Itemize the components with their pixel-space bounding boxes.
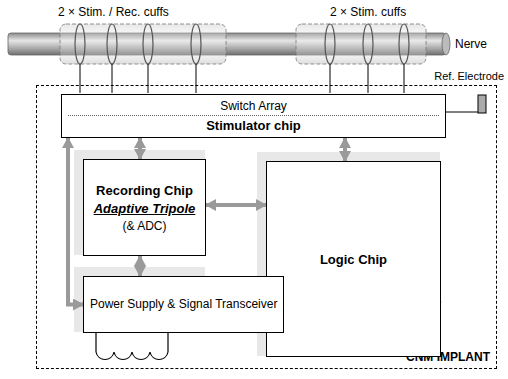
logic-chip: Logic Chip bbox=[266, 161, 441, 357]
nerve-label: Nerve bbox=[455, 37, 487, 51]
ref-electrode bbox=[478, 95, 486, 113]
power-supply-box: Power Supply & Signal Transceiver bbox=[83, 276, 284, 333]
cuff-ring bbox=[75, 24, 409, 64]
electrode-label: Ref. Electrode bbox=[433, 70, 505, 82]
node-text: Stimulator chip bbox=[206, 118, 301, 133]
box-shadow bbox=[74, 150, 440, 356]
recording-chip: Recording ChipAdaptive Tripole (& ADC) bbox=[83, 159, 206, 256]
node-text: Logic Chip bbox=[320, 252, 387, 267]
antenna-coil bbox=[96, 332, 168, 360]
cuff-wire bbox=[80, 64, 404, 93]
cuff-label: 2 × Stim. / Rec. cuffs bbox=[58, 5, 169, 19]
node-text: Adaptive Tripole bbox=[94, 201, 196, 216]
node-text: (& ADC) bbox=[122, 219, 166, 233]
cuff-label: 2 × Stim. cuffs bbox=[330, 5, 406, 19]
node-text: Power Supply & Signal Transceiver bbox=[90, 297, 277, 313]
separator bbox=[68, 115, 439, 116]
node-text: Recording Chip bbox=[96, 183, 193, 198]
stimulator-chip: Switch ArrayStimulator chip bbox=[61, 94, 446, 138]
implant-housing: CNM IMPLANTSwitch ArrayStimulator chipRe… bbox=[36, 85, 497, 369]
ref-wire bbox=[445, 112, 478, 113]
bus-arrow bbox=[68, 138, 83, 305]
node-text: Switch Array bbox=[220, 99, 287, 113]
bus-arrow bbox=[206, 203, 266, 207]
bus-arrow bbox=[138, 256, 142, 276]
cuff-tube bbox=[60, 24, 426, 64]
bus-arrow bbox=[138, 138, 142, 159]
bus-arrow bbox=[343, 138, 347, 161]
